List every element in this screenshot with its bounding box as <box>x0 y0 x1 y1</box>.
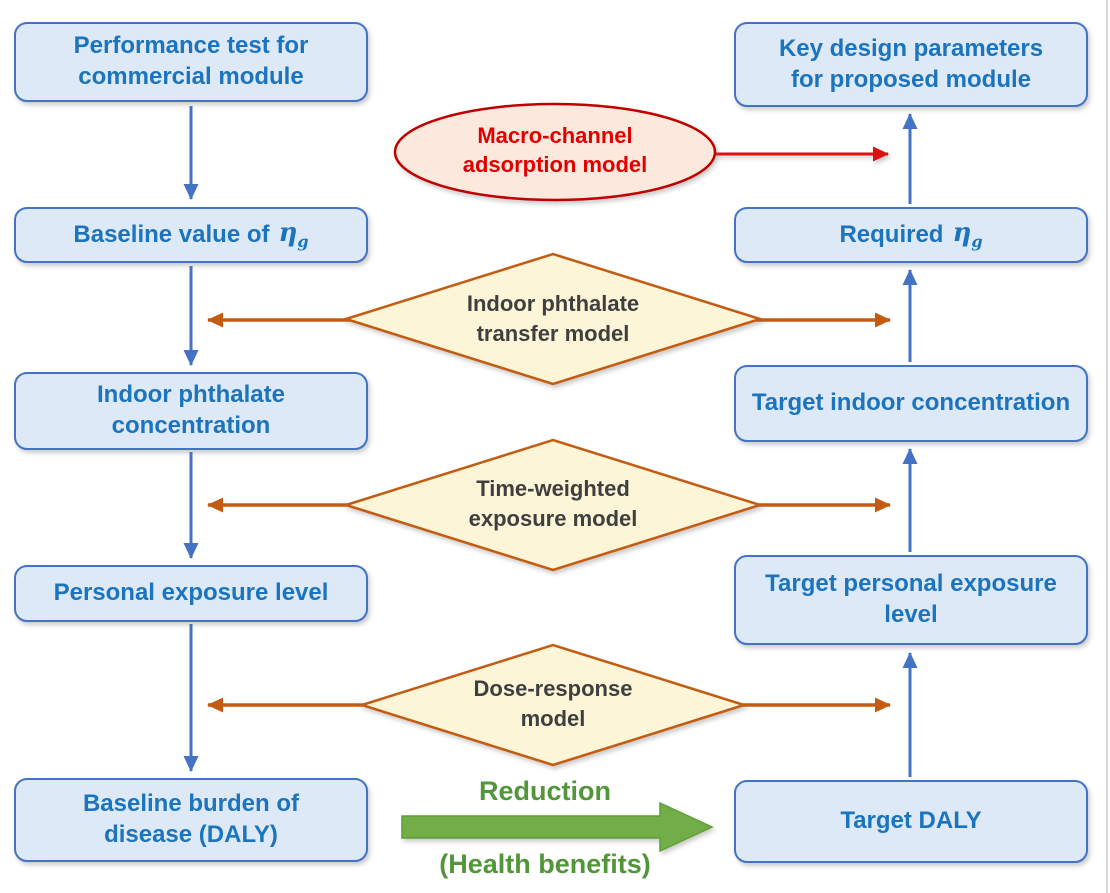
label-exposure-model: Time-weighted exposure model <box>468 476 638 531</box>
box-baseline-eta: Baseline value of ηg <box>14 207 368 263</box>
diamond-exposure-model <box>341 438 765 572</box>
box-key-design-parameters: Key design parameters for proposed modul… <box>734 22 1088 107</box>
label-reduction: Reduction <box>479 776 611 806</box>
box-target-indoor-concentration: Target indoor concentration <box>734 365 1088 442</box>
box-baseline-eta-text: Baseline value of <box>73 220 270 248</box>
figure-right-edge <box>1106 0 1108 893</box>
label-health-benefits: (Health benefits) <box>439 849 651 879</box>
box-performance-test: Performance test for commercial module <box>14 22 368 102</box>
green-reduction-arrow <box>401 801 714 853</box>
ellipse-macro-channel-model <box>393 102 717 202</box>
diamond-transfer-model <box>341 252 765 386</box>
box-personal-exposure: Personal exposure level <box>14 565 368 622</box>
box-target-personal-exposure: Target personal exposure level <box>734 555 1088 645</box>
box-required-eta: Required ηg <box>734 207 1088 263</box>
eta-symbol: ηg <box>278 218 309 252</box>
label-dose-response-model: Dose-response model <box>473 676 633 731</box>
label-transfer-model: Indoor phthalate transfer model <box>466 291 640 346</box>
box-target-daly: Target DALY <box>734 780 1088 863</box>
label-macro-channel-model: Macro-channel adsorption model <box>462 123 648 177</box>
box-indoor-concentration: Indoor phthalate concentration <box>14 372 368 450</box>
diamond-dose-response-model <box>357 643 749 767</box>
box-baseline-daly: Baseline burden of disease (DALY) <box>14 778 368 862</box>
eta-symbol: ηg <box>952 218 983 252</box>
box-required-eta-text: Required <box>839 220 944 248</box>
